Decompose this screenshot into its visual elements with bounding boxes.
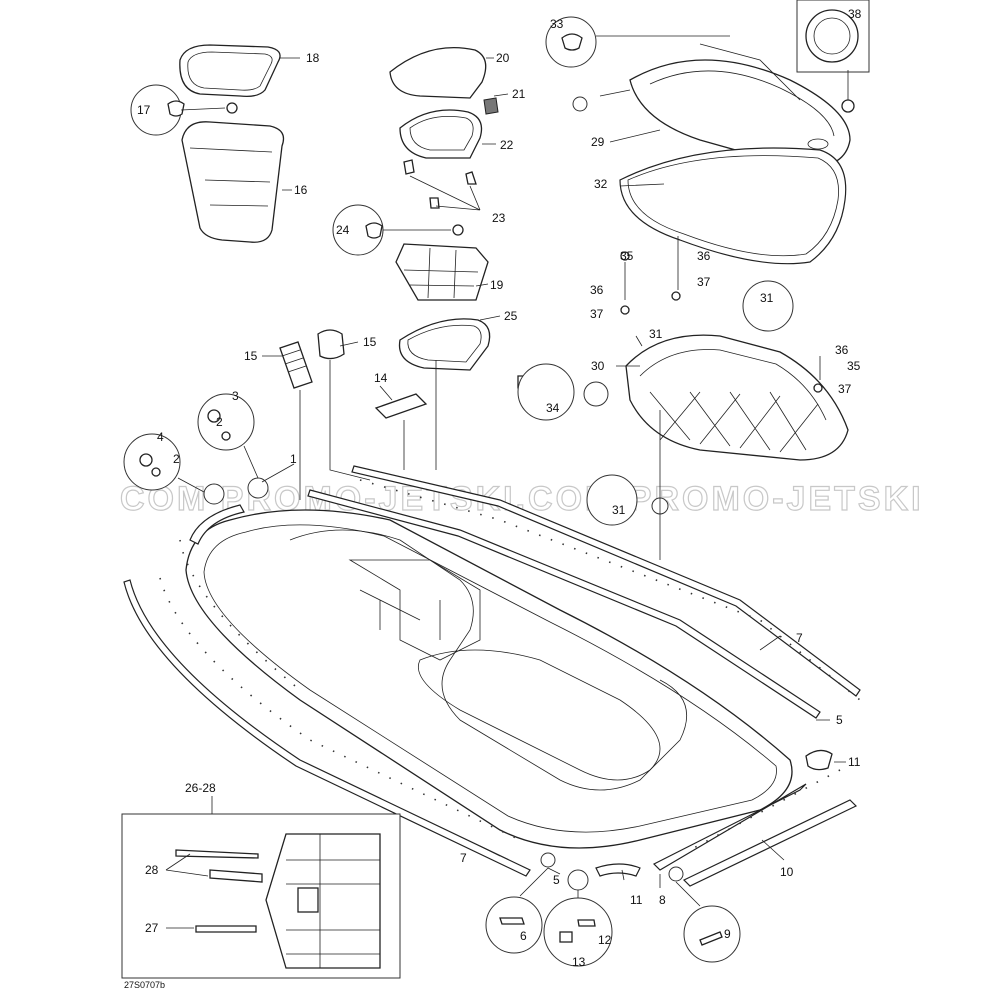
glovebox-cover [389,47,487,99]
callout-31a: 31 [760,291,774,305]
storage-bin [181,121,285,243]
callout-8: 8 [659,893,666,907]
callout-18: 18 [306,51,320,65]
storage-bin-group [130,44,285,243]
callout-36c: 36 [835,343,849,357]
deck-outer [185,509,793,849]
callout-37a: 37 [697,275,711,289]
callout-16: 16 [294,183,308,197]
callout-21: 21 [512,87,526,101]
deck-hull-group [185,509,793,849]
callout-1: 1 [290,452,297,466]
storage-bin-gasket [179,44,281,98]
callout-7b: 7 [460,851,467,865]
callout-11b: 11 [630,893,643,907]
callout-25: 25 [504,309,518,323]
callout-15a: 15 [244,349,258,363]
callout-28: 28 [145,863,159,877]
callout-9: 9 [724,927,731,941]
callout-15b: 15 [363,335,377,349]
callout-14: 14 [374,371,388,385]
callout-37b: 37 [590,307,604,321]
callout-2a: 2 [216,415,223,429]
callout-24: 24 [336,223,350,237]
callout-11a: 11 [848,755,861,769]
callout-38: 38 [848,7,862,21]
vent-hoses-group [279,329,371,500]
bottom-details-group [485,852,741,967]
rear-cover-group [545,0,870,265]
callout-34: 34 [546,401,560,415]
callout-20: 20 [496,51,510,65]
glovebox-group [332,47,499,470]
leader-lines [262,57,846,888]
callout-13: 13 [572,955,586,969]
callout-3: 3 [232,389,239,403]
callout-29: 29 [591,135,605,149]
callout-31c: 31 [612,503,626,517]
callout-19: 19 [490,278,504,292]
callout-23: 23 [492,211,506,225]
callout-36a: 36 [697,249,711,263]
callout-labels: 1 2 2 3 4 5 5 6 7 7 8 9 10 11 11 12 13 1… [137,7,862,969]
rub-rail-group [123,465,861,887]
diagram-reference-code: 27S0707b [124,980,165,990]
callout-22: 22 [500,138,514,152]
callout-5a: 5 [836,713,843,727]
callout-2b: 2 [173,452,180,466]
kit-callout-26-28: 26-28 [185,781,216,795]
rear-cover [629,59,851,169]
callout-5b: 5 [553,873,560,887]
callout-27: 27 [145,921,159,935]
callout-6: 6 [520,929,527,943]
callout-4: 4 [157,430,164,444]
glovebox-gasket [399,109,483,159]
callout-36b: 36 [590,283,604,297]
callout-33: 33 [550,17,564,31]
callout-35b: 35 [847,359,861,373]
callout-35a: 35 [620,249,634,263]
callout-30: 30 [591,359,605,373]
rear-cover-seal [619,147,847,265]
glovebox-seal [398,318,491,371]
callout-37c: 37 [838,382,852,396]
callout-7a: 7 [796,631,803,645]
callout-17: 17 [137,103,151,117]
clip-details-group [123,393,295,505]
callout-32: 32 [594,177,608,191]
callout-12: 12 [598,933,612,947]
callout-31b: 31 [649,327,663,341]
storage-frame-group [517,236,849,560]
callout-10: 10 [780,865,794,879]
toolkit-box [121,796,401,979]
